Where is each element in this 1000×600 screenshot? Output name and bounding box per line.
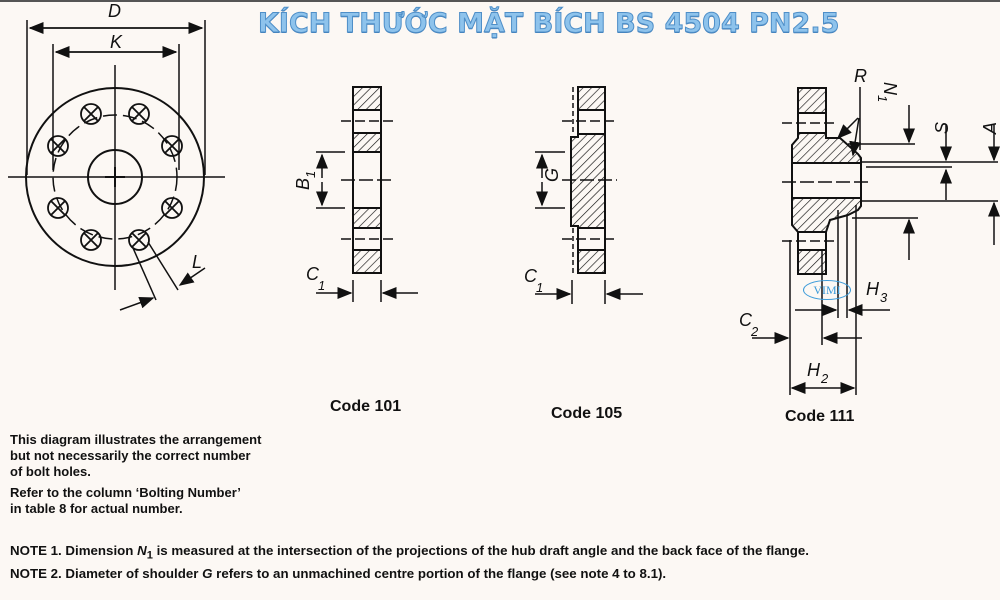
note-2: NOTE 2. Diameter of shoulder G refers to… — [10, 566, 666, 581]
top-border — [0, 0, 1000, 2]
label-H2: H — [807, 360, 821, 380]
page-title: KÍCH THƯỚC MẶT BÍCH BS 4504 PN2.5 — [257, 8, 840, 40]
note-1-text: is measured at the intersection of the p… — [152, 543, 809, 558]
note-1-prefix: NOTE 1. Dimension — [10, 543, 138, 558]
label-S: S — [932, 122, 952, 134]
label-A: A — [980, 122, 1000, 135]
label-N1: N — [880, 82, 900, 96]
remark-line: Refer to the column ‘Bolting Number’ — [10, 485, 241, 500]
label-C2: C — [739, 310, 753, 330]
label-R: R — [854, 66, 867, 86]
code-101-label: Code 101 — [330, 398, 402, 415]
label-C1-101: C — [306, 264, 320, 284]
note-1-symbol: N — [137, 543, 147, 558]
label-H2-sub: 2 — [820, 371, 829, 386]
remark-line: in table 8 for actual number. — [10, 501, 183, 516]
label-G: G — [542, 168, 562, 182]
watermark-logo: VIMI — [803, 280, 851, 300]
note-2-symbol: G — [202, 566, 213, 581]
code-111-label: Code 111 — [785, 408, 855, 425]
note-1-sub: 1 — [146, 549, 153, 562]
label-C1-105: C — [524, 266, 538, 286]
arrangement-remark: This diagram illustrates the arrangement… — [10, 432, 261, 517]
label-C2-sub: 2 — [750, 324, 759, 339]
label-K: K — [110, 32, 123, 52]
section-code-101 — [316, 86, 418, 302]
label-H3: H — [866, 279, 880, 299]
section-code-111 — [752, 87, 1000, 395]
label-N1-sub: 1 — [875, 95, 890, 102]
label-B1: B — [293, 178, 313, 190]
flange-front-view — [8, 20, 225, 311]
note-2-text: refers to an unmachined centre portion o… — [212, 566, 640, 581]
note-2-ref: 8.1 — [639, 566, 659, 581]
note-2-prefix: NOTE 2. Diameter of shoulder — [10, 566, 203, 581]
label-C1-101-sub: 1 — [318, 278, 325, 293]
label-D: D — [108, 1, 121, 21]
code-105-label: Code 105 — [551, 405, 623, 422]
note-1: NOTE 1. Dimension N1 is measured at the … — [10, 543, 809, 562]
remark-line: of bolt holes. — [10, 464, 91, 479]
remark-line: but not necessarily the correct number — [10, 448, 251, 463]
label-B1-sub: 1 — [303, 171, 318, 178]
note-2-end: ). — [658, 566, 667, 581]
label-C1-105-sub: 1 — [536, 280, 543, 295]
label-L: L — [192, 252, 202, 272]
label-H3-sub: 3 — [880, 290, 888, 305]
remark-line: This diagram illustrates the arrangement — [10, 432, 262, 447]
section-code-105 — [535, 86, 643, 304]
